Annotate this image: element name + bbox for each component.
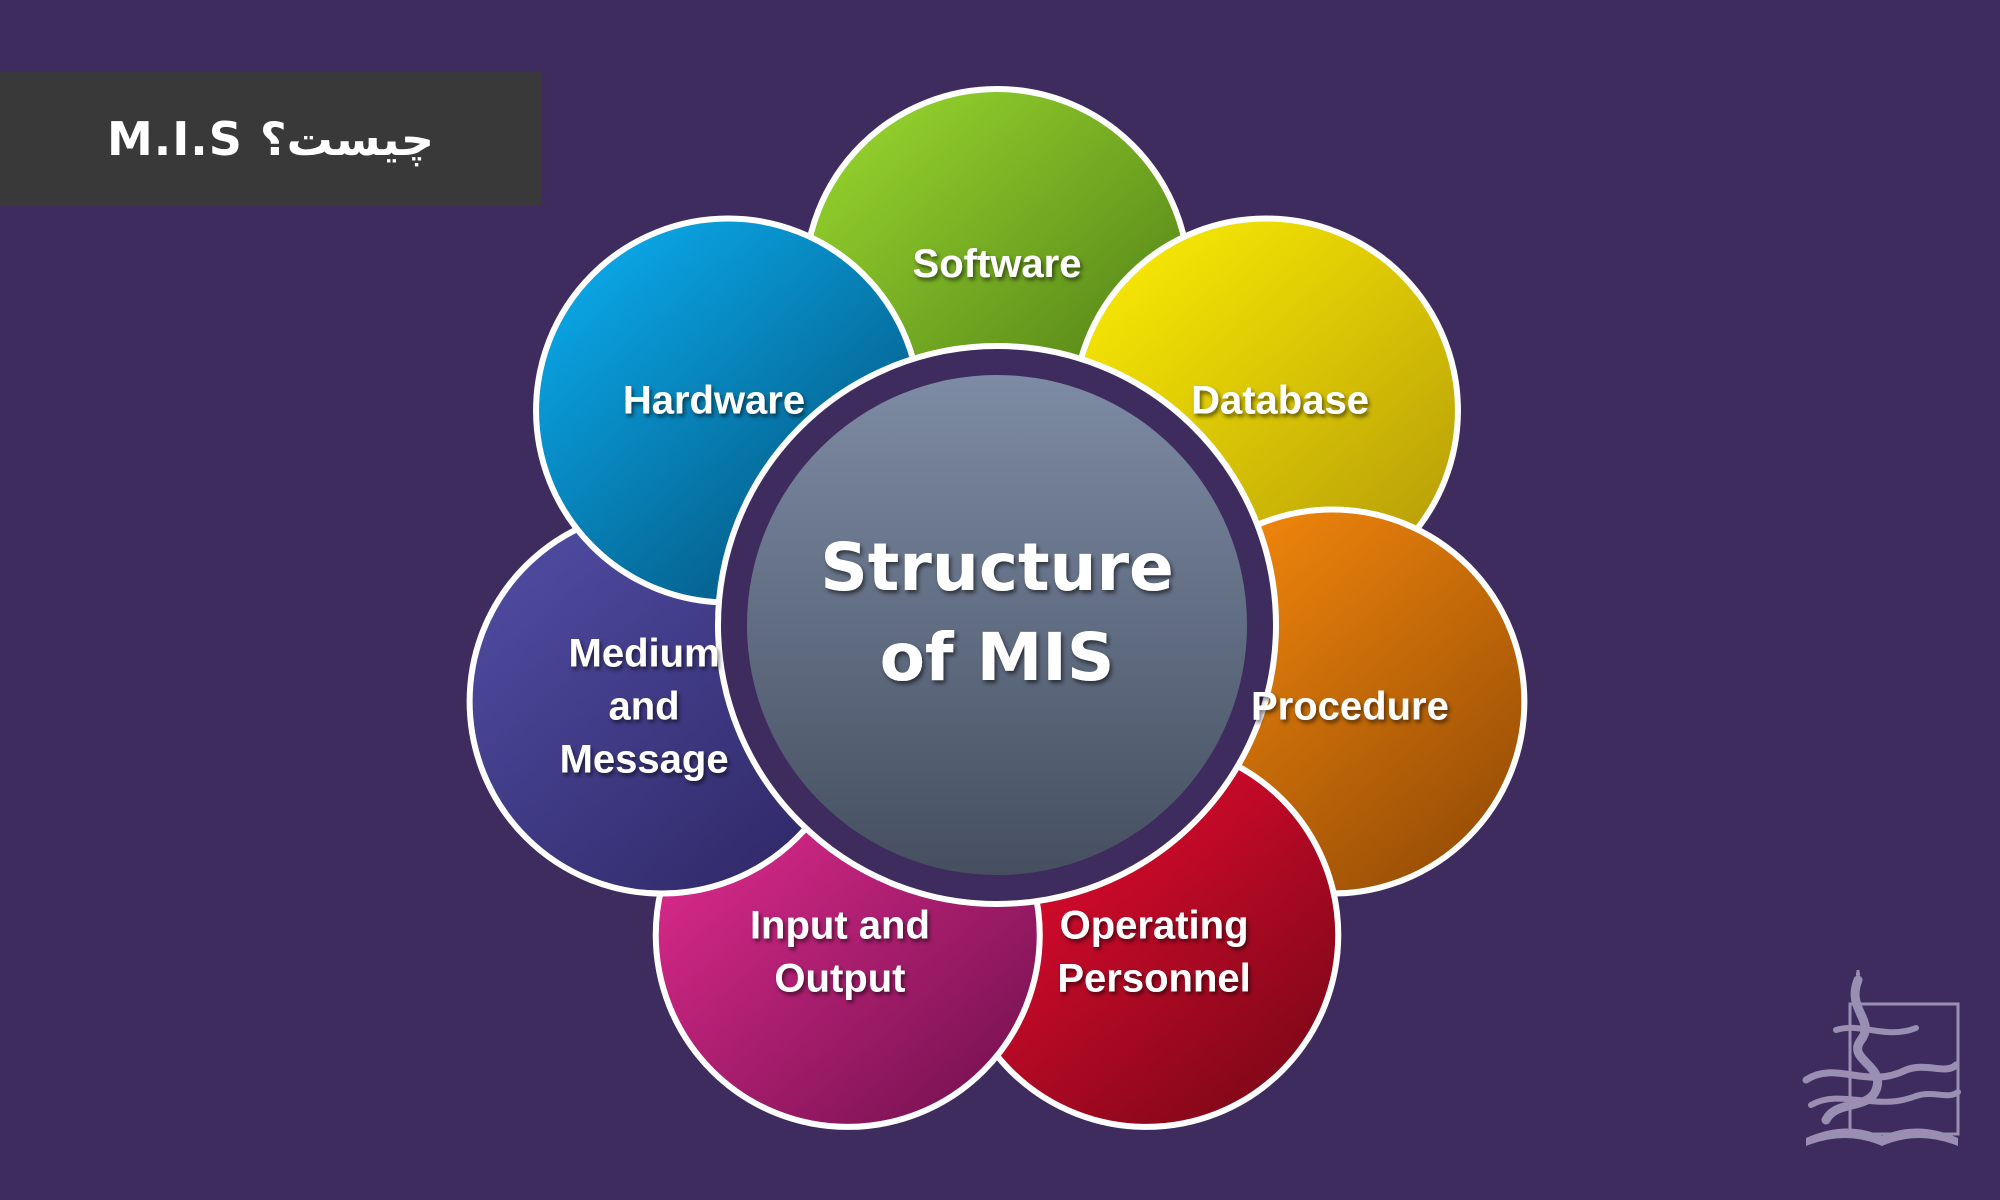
petal-label-procedure: Procedure	[1251, 685, 1449, 729]
slide-title: M.I.S چیست؟	[106, 112, 435, 166]
title-box: M.I.S چیست؟	[0, 72, 541, 206]
university-logo-icon	[1802, 970, 1961, 1146]
center-circle	[747, 375, 1247, 875]
petal-label-database: Database	[1191, 378, 1369, 422]
petal-label-software: Software	[913, 242, 1082, 286]
center-layer	[715, 343, 1279, 907]
petal-label-hardware: Hardware	[623, 378, 805, 422]
